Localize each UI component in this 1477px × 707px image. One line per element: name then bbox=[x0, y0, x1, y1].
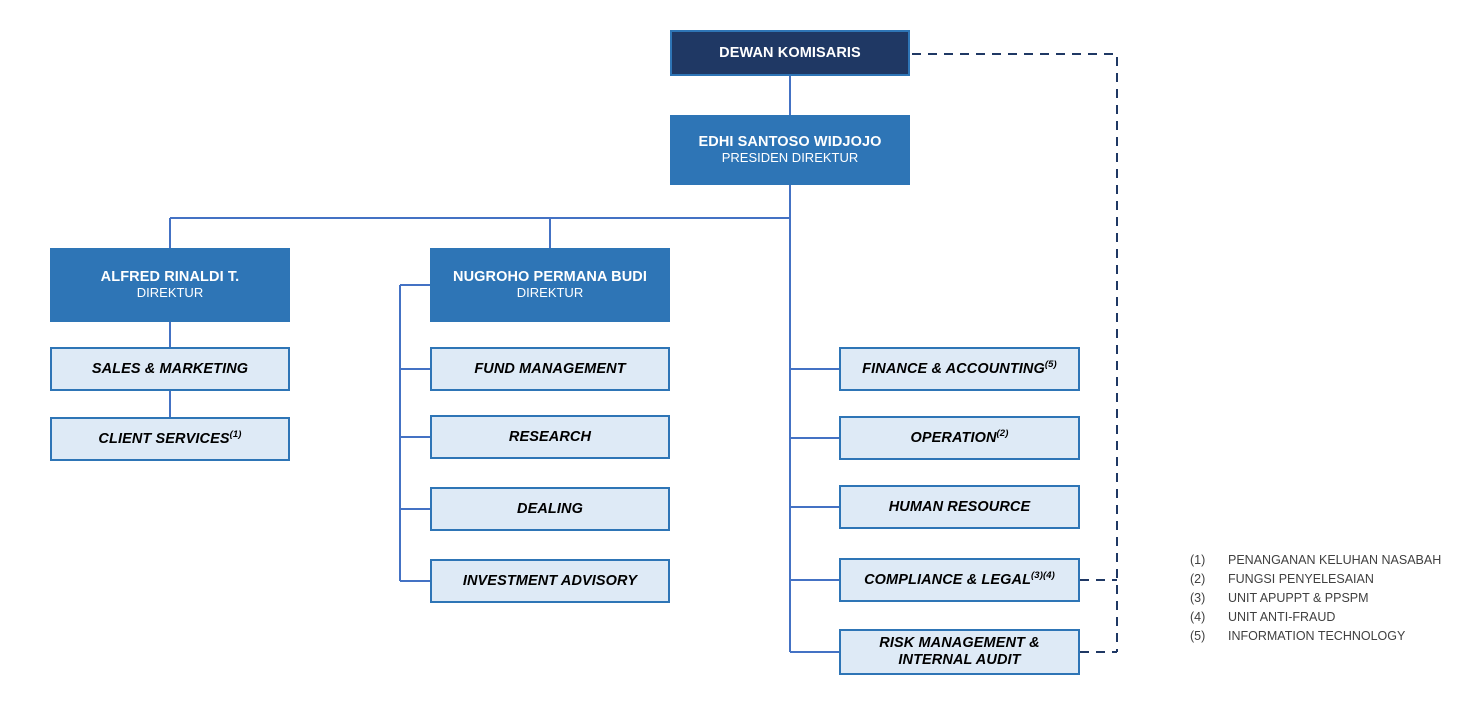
unit-operation[interactable]: OPERATION(2) bbox=[839, 416, 1080, 460]
legend-item: (5) INFORMATION TECHNOLOGY bbox=[1190, 629, 1475, 648]
footnote-legend: (1) PENANGANAN KELUHAN NASABAH (2) FUNGS… bbox=[1190, 553, 1475, 648]
node-presiden-direktur[interactable]: EDHI SANTOSO WIDJOJO PRESIDEN DIREKTUR bbox=[670, 115, 910, 185]
unit-label: DEALING bbox=[517, 500, 583, 517]
node-title: DIREKTUR bbox=[136, 285, 204, 301]
unit-sales-and-marketing[interactable]: SALES & MARKETING bbox=[50, 347, 290, 391]
node-title: PRESIDEN DIREKTUR bbox=[721, 150, 859, 166]
unit-finance-and-accounting[interactable]: FINANCE & ACCOUNTING(5) bbox=[839, 347, 1080, 391]
legend-text: UNIT ANTI-FRAUD bbox=[1228, 610, 1336, 624]
legend-item: (3) UNIT APUPPT & PPSPM bbox=[1190, 591, 1475, 610]
unit-fund-management[interactable]: FUND MANAGEMENT bbox=[430, 347, 670, 391]
legend-item: (4) UNIT ANTI-FRAUD bbox=[1190, 610, 1475, 629]
node-direktur-alfred-rinaldi[interactable]: ALFRED RINALDI T. DIREKTUR bbox=[50, 248, 290, 322]
unit-label-line1: RISK MANAGEMENT & bbox=[879, 635, 1040, 652]
legend-item: (2) FUNGSI PENYELESAIAN bbox=[1190, 572, 1475, 591]
node-label: DEWAN KOMISARIS bbox=[719, 44, 861, 61]
legend-number: (4) bbox=[1190, 610, 1206, 624]
node-title: DIREKTUR bbox=[516, 285, 584, 301]
unit-label: HUMAN RESOURCE bbox=[888, 498, 1031, 515]
unit-compliance-and-legal[interactable]: COMPLIANCE & LEGAL(3)(4) bbox=[839, 558, 1080, 602]
unit-risk-management-internal-audit[interactable]: RISK MANAGEMENT & INTERNAL AUDIT bbox=[839, 629, 1080, 675]
legend-text: INFORMATION TECHNOLOGY bbox=[1228, 629, 1406, 643]
unit-label: FUND MANAGEMENT bbox=[474, 360, 626, 377]
legend-number: (3) bbox=[1190, 591, 1206, 605]
legend-number: (1) bbox=[1190, 553, 1206, 567]
legend-item: (1) PENANGANAN KELUHAN NASABAH bbox=[1190, 553, 1475, 572]
node-name: NUGROHO PERMANA BUDI bbox=[453, 268, 647, 285]
unit-label: INVESTMENT ADVISORY bbox=[462, 572, 638, 589]
node-name: EDHI SANTOSO WIDJOJO bbox=[698, 133, 882, 150]
node-name: ALFRED RINALDI T. bbox=[100, 268, 240, 285]
unit-label: COMPLIANCE & LEGAL(3)(4) bbox=[864, 569, 1055, 588]
unit-label: RESEARCH bbox=[508, 428, 592, 445]
unit-human-resource[interactable]: HUMAN RESOURCE bbox=[839, 485, 1080, 529]
legend-text: UNIT APUPPT & PPSPM bbox=[1228, 591, 1369, 605]
node-direktur-nugroho-permana-budi[interactable]: NUGROHO PERMANA BUDI DIREKTUR bbox=[430, 248, 670, 322]
legend-number: (5) bbox=[1190, 629, 1206, 643]
unit-label: FINANCE & ACCOUNTING(5) bbox=[862, 358, 1057, 377]
unit-label: SALES & MARKETING bbox=[91, 360, 249, 377]
node-dewan-komisaris[interactable]: DEWAN KOMISARIS bbox=[670, 30, 910, 76]
legend-text: FUNGSI PENYELESAIAN bbox=[1228, 572, 1374, 586]
unit-research[interactable]: RESEARCH bbox=[430, 415, 670, 459]
unit-client-services[interactable]: CLIENT SERVICES(1) bbox=[50, 417, 290, 461]
unit-label: CLIENT SERVICES(1) bbox=[98, 428, 242, 447]
legend-text: PENANGANAN KELUHAN NASABAH bbox=[1228, 553, 1442, 567]
unit-label: OPERATION(2) bbox=[910, 427, 1009, 446]
unit-dealing[interactable]: DEALING bbox=[430, 487, 670, 531]
unit-investment-advisory[interactable]: INVESTMENT ADVISORY bbox=[430, 559, 670, 603]
legend-number: (2) bbox=[1190, 572, 1206, 586]
unit-label-line2: INTERNAL AUDIT bbox=[898, 652, 1021, 668]
